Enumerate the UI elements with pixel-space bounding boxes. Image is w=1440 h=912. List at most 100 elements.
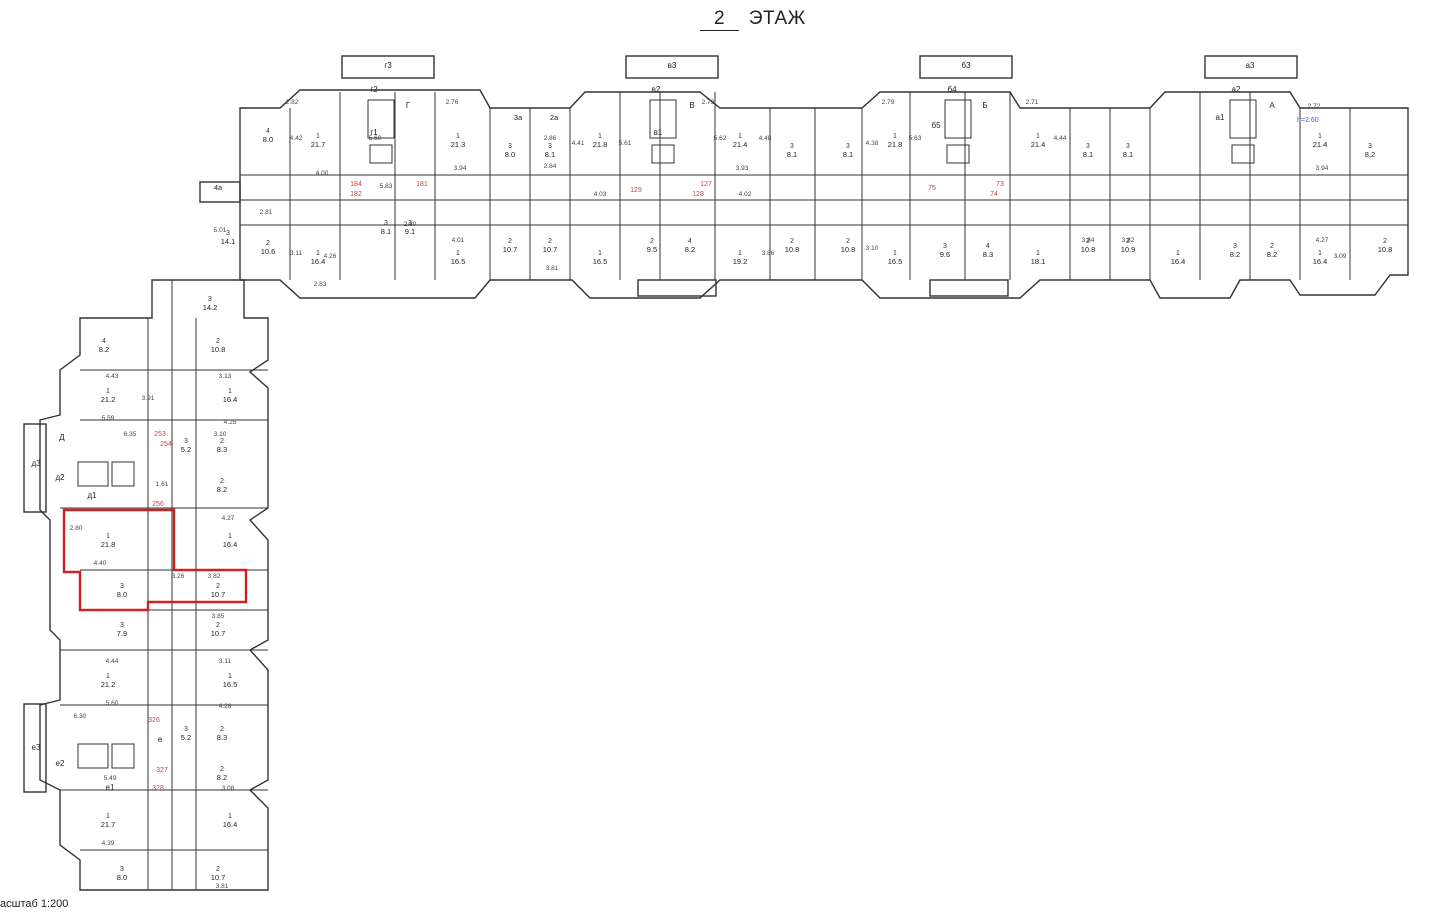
vertical-wing-outline bbox=[39, 279, 269, 891]
dimension-label: 2.84 bbox=[544, 163, 557, 170]
dimension-label: 3.11 bbox=[290, 250, 303, 257]
room-number: 2 bbox=[846, 238, 850, 245]
room-number: 1 bbox=[106, 673, 110, 680]
dimension-label: 4.40 bbox=[94, 560, 107, 567]
room-area: 8.0 bbox=[263, 135, 273, 144]
room-area: 10.7 bbox=[211, 590, 226, 599]
room-number: 2 bbox=[216, 866, 220, 873]
room-area: 8.2 bbox=[1230, 250, 1240, 259]
room-number: 2 bbox=[216, 338, 220, 345]
dimension-label: 4.42 bbox=[290, 135, 303, 142]
room-area: 8.2 bbox=[99, 345, 109, 354]
dimension-label: 3.08 bbox=[222, 785, 235, 792]
room-area: 8.2 bbox=[217, 485, 227, 494]
room-area: 10.8 bbox=[211, 345, 226, 354]
dimension-label: 4.27 bbox=[1316, 237, 1329, 244]
room-number: 2 bbox=[650, 238, 654, 245]
room-area: 9.5 bbox=[647, 245, 657, 254]
section-marker: 73 bbox=[996, 181, 1004, 188]
zone-label: г2 bbox=[370, 85, 378, 94]
room-area: 9.6 bbox=[940, 250, 950, 259]
room-area: 10.8 bbox=[1081, 245, 1096, 254]
room-area: 8.3 bbox=[217, 733, 227, 742]
dimension-label: 3.81 bbox=[546, 265, 559, 272]
room-area: 14.1 bbox=[221, 237, 236, 246]
room-area: 8.1 bbox=[843, 150, 853, 159]
dimension-label: 5.83 bbox=[380, 183, 393, 190]
room-area: 10.8 bbox=[1378, 245, 1393, 254]
room-area: 16.4 bbox=[1171, 257, 1186, 266]
zone-label: Д bbox=[59, 433, 65, 442]
room-number: 2 bbox=[216, 583, 220, 590]
dimension-label: 4.43 bbox=[106, 373, 119, 380]
room-area: 21.7 bbox=[311, 140, 326, 149]
room-area: 10.7 bbox=[211, 629, 226, 638]
zone-label: Б bbox=[982, 101, 987, 110]
section-marker: 256 bbox=[152, 501, 164, 508]
room-number: 1 bbox=[106, 813, 110, 820]
zone-label: е bbox=[158, 735, 163, 744]
room-number: 1 bbox=[316, 250, 320, 257]
room-number: 4 bbox=[266, 128, 270, 135]
room-number: 1 bbox=[106, 388, 110, 395]
zone-label: е1 bbox=[106, 783, 115, 792]
room-number: 1 bbox=[738, 250, 742, 257]
room-labels: 121.7121.3116.4116.539.138.1210.6314.148… bbox=[99, 128, 1393, 882]
highlighted-apartment bbox=[62, 508, 248, 612]
room-number: 2 bbox=[220, 766, 224, 773]
room-area: 16.5 bbox=[223, 680, 238, 689]
dimension-label: 4.41 bbox=[572, 140, 585, 147]
dimension-label: 2.81 bbox=[260, 209, 273, 216]
room-area: 8.1 bbox=[545, 150, 555, 159]
dimension-label: 5.59 bbox=[102, 415, 115, 422]
scale-note: асштаб 1:200 bbox=[0, 898, 69, 910]
dimension-label: 3.82 bbox=[1122, 237, 1135, 244]
room-number: 2 bbox=[1270, 243, 1274, 250]
room-area: 8.2 bbox=[1267, 250, 1277, 259]
dimension-label: 5.63 bbox=[909, 135, 922, 142]
room-area: 10.6 bbox=[261, 247, 276, 256]
dimension-label: 2.76 bbox=[446, 99, 459, 106]
dimension-label: 5.60 bbox=[369, 135, 382, 142]
dimension-label: 6.35 bbox=[124, 431, 137, 438]
dimension-label: 4.44 bbox=[106, 658, 119, 665]
dimension-label: 3.13 bbox=[219, 373, 232, 380]
dimension-label: 5.61 bbox=[619, 140, 632, 147]
balcony-g3 bbox=[341, 55, 435, 79]
room-number: 3 bbox=[1126, 143, 1130, 150]
dimension-label: 4.00 bbox=[316, 170, 329, 177]
horizontal-wing-outline bbox=[239, 89, 1409, 299]
room-number: 1 bbox=[1176, 250, 1180, 257]
room-area: 8.0 bbox=[117, 873, 127, 882]
dimension-label: 3.11 bbox=[219, 658, 232, 665]
room-number: 4 bbox=[102, 338, 106, 345]
section-marker: 254 bbox=[160, 441, 172, 448]
dimension-label: 2.80 bbox=[70, 525, 83, 532]
room-number: 1 bbox=[1318, 133, 1322, 140]
floor-title: 2 ЭТАЖ bbox=[700, 8, 806, 31]
balcony-bottom-4a-2 bbox=[929, 279, 1009, 297]
room-area: 21.8 bbox=[888, 140, 903, 149]
unit-tag: 3а bbox=[514, 113, 523, 122]
room-area: 8.3 bbox=[983, 250, 993, 259]
zone-label: а2 bbox=[1232, 85, 1241, 94]
room-number: 2 bbox=[220, 438, 224, 445]
room-number: 3 bbox=[120, 866, 124, 873]
dimension-label: 3.85 bbox=[212, 613, 225, 620]
zone-label: б5 bbox=[931, 121, 941, 130]
dimension-label: 4.28 bbox=[219, 703, 232, 710]
room-number: 1 bbox=[228, 388, 232, 395]
room-number: 3 bbox=[384, 220, 388, 227]
zone-labels: г3г2Гг1в3в2Вв1б3б4Бб5а3а2Аа1д3д2Дд1е3е2е… bbox=[31, 61, 1275, 792]
section-marker: 182 bbox=[350, 191, 362, 198]
dimension-label: 3.10 bbox=[866, 245, 879, 252]
room-area: 21.4 bbox=[1313, 140, 1328, 149]
zone-label: а1 bbox=[1216, 113, 1225, 122]
dimension-label: 3.82 bbox=[208, 573, 221, 580]
dimension-label: 4.38 bbox=[866, 140, 879, 147]
room-area: 21.8 bbox=[101, 540, 116, 549]
room-area: 8.2 bbox=[685, 245, 695, 254]
dimension-label: 4.48 bbox=[759, 135, 772, 142]
